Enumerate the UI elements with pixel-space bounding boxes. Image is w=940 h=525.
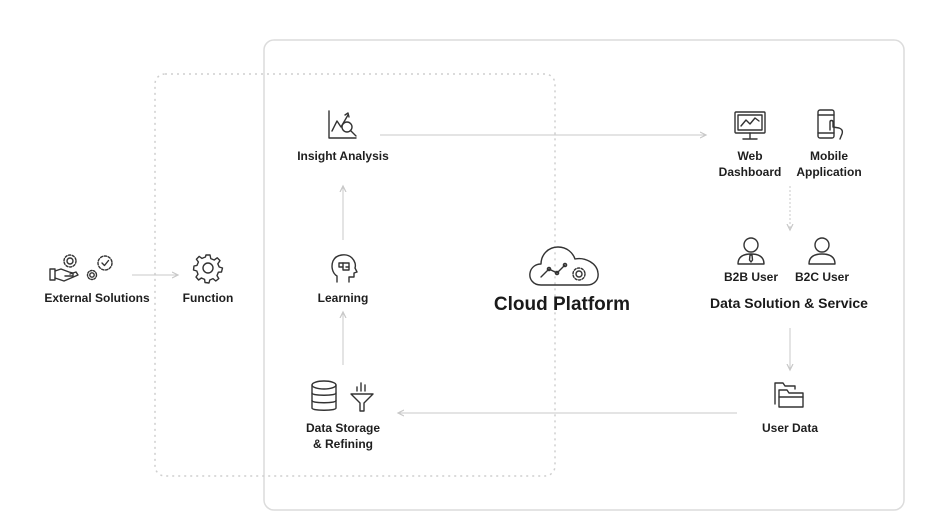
mobile-application-label: Mobile Application bbox=[796, 149, 862, 179]
data-solution-service-title: Data Solution & Service bbox=[710, 295, 868, 311]
chart-with-magnifier-icon bbox=[328, 110, 357, 139]
head-with-brain-icon bbox=[331, 254, 358, 283]
user-with-tie-icon bbox=[737, 237, 765, 265]
phone-tap-icon bbox=[817, 109, 844, 140]
database-icon bbox=[311, 380, 337, 411]
external-solutions-label: External Solutions bbox=[44, 291, 150, 305]
cloud-platform-frame bbox=[263, 39, 905, 511]
monitor-chart-icon bbox=[734, 111, 766, 140]
user-icon bbox=[808, 237, 836, 265]
gear-icon bbox=[192, 254, 224, 284]
user-data-label: User Data bbox=[761, 421, 819, 435]
data-storage-label: Data Storage & Refining bbox=[305, 421, 381, 451]
learning-label: Learning bbox=[317, 291, 369, 305]
b2b-user-label: B2B User bbox=[723, 270, 779, 284]
hand-with-gears-icon bbox=[49, 254, 113, 282]
cloud-platform-title: Cloud Platform bbox=[493, 294, 631, 315]
function-label: Function bbox=[182, 291, 234, 305]
insight-analysis-label: Insight Analysis bbox=[297, 149, 389, 163]
folders-icon bbox=[774, 382, 804, 408]
funnel-with-bars-icon bbox=[350, 382, 374, 412]
cloud-with-chart-icon bbox=[529, 246, 599, 286]
b2c-user-label: B2C User bbox=[794, 270, 850, 284]
web-dashboard-label: Web Dashboard bbox=[718, 149, 782, 179]
